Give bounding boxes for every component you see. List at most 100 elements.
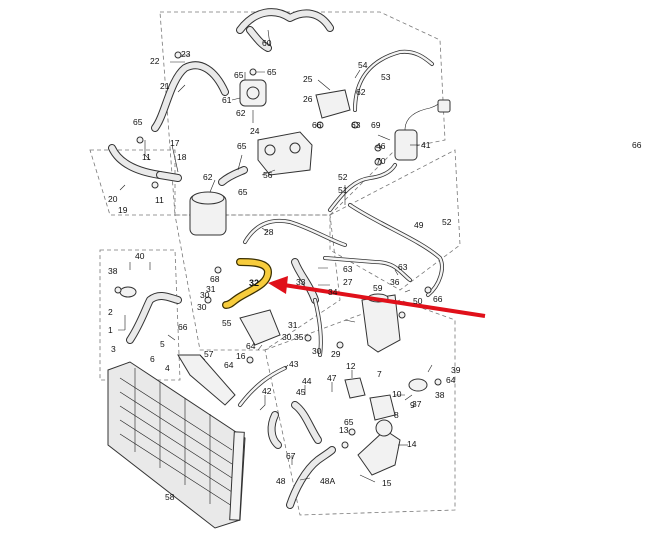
label-26: 26 xyxy=(303,94,313,104)
part-labels: 60 23 22 65 65 21 61 62 24 25 54 53 26 6… xyxy=(108,38,642,502)
filter-62 xyxy=(189,166,248,236)
label-27: 27 xyxy=(343,277,353,287)
label-40: 40 xyxy=(135,251,145,261)
label-69: 69 xyxy=(371,120,381,130)
label-54: 54 xyxy=(358,60,368,70)
label-24: 24 xyxy=(250,126,260,136)
label-34: 34 xyxy=(328,287,338,297)
hose-32-highlighted[interactable] xyxy=(222,258,272,309)
label-70: 70 xyxy=(376,156,386,166)
label-61: 61 xyxy=(222,95,232,105)
label-42: 42 xyxy=(262,386,272,396)
label-62: 62 xyxy=(203,172,213,182)
label-36: 36 xyxy=(390,277,400,287)
label-30: 30 xyxy=(282,332,292,342)
label-19: 19 xyxy=(118,205,128,215)
label-66: 66 xyxy=(632,140,642,150)
label-48: 48 xyxy=(276,476,286,486)
hose-21 xyxy=(151,61,229,132)
label-44: 44 xyxy=(302,376,312,386)
hose-17 xyxy=(108,144,182,182)
label-64: 64 xyxy=(224,360,234,370)
unit-55 xyxy=(239,309,281,346)
label-47: 47 xyxy=(327,373,337,383)
label-52: 52 xyxy=(442,217,452,227)
label-45: 45 xyxy=(296,387,306,397)
label-39: 39 xyxy=(451,365,461,375)
label-25: 25 xyxy=(303,74,313,84)
bracket-57 xyxy=(177,354,236,406)
label-6: 6 xyxy=(150,354,155,364)
label-13: 13 xyxy=(339,425,349,435)
label-66: 66 xyxy=(178,322,188,332)
label-9: 9 xyxy=(410,400,415,410)
label-37: 37 xyxy=(412,399,422,409)
label-59: 59 xyxy=(373,283,383,293)
label-17: 17 xyxy=(170,138,180,148)
label-33: 33 xyxy=(296,277,306,287)
label-63: 63 xyxy=(343,264,353,274)
label-38: 38 xyxy=(435,390,445,400)
label-11: 11 xyxy=(155,195,164,205)
label-57: 57 xyxy=(204,349,214,359)
label-32-highlighted[interactable]: 32 xyxy=(249,278,259,288)
label-11: 11 xyxy=(142,152,151,162)
label-10: 10 xyxy=(392,389,402,399)
sensor-41 xyxy=(394,99,451,161)
hose-1 xyxy=(119,286,182,344)
label-48A: 48A xyxy=(320,476,335,486)
part-37 xyxy=(408,378,428,392)
label-63: 63 xyxy=(398,262,408,272)
label-68: 68 xyxy=(210,274,220,284)
label-50: 50 xyxy=(413,296,423,306)
housing-14 xyxy=(357,419,401,476)
hose-60 xyxy=(236,8,334,52)
label-30: 30 xyxy=(200,290,210,300)
label-16: 16 xyxy=(236,351,246,361)
label-58: 58 xyxy=(165,492,175,502)
label-65: 65 xyxy=(238,187,248,197)
label-62: 62 xyxy=(356,87,366,97)
label-30: 30 xyxy=(197,302,207,312)
label-63: 63 xyxy=(351,120,361,130)
parts-12 xyxy=(344,377,396,421)
pipe-28 xyxy=(243,219,347,247)
label-22: 22 xyxy=(150,56,160,66)
label-5: 5 xyxy=(160,339,165,349)
label-20: 20 xyxy=(108,194,118,204)
label-41: 41 xyxy=(421,140,431,150)
label-12: 12 xyxy=(346,361,356,371)
label-55: 55 xyxy=(222,318,232,328)
label-30: 30 xyxy=(312,346,322,356)
label-64: 64 xyxy=(446,375,456,385)
label-31: 31 xyxy=(206,284,216,294)
label-15: 15 xyxy=(382,478,392,488)
label-66: 66 xyxy=(312,120,322,130)
label-60: 60 xyxy=(262,38,272,48)
pipe-43 xyxy=(238,366,287,407)
pipe-53 xyxy=(353,49,434,112)
label-7: 7 xyxy=(377,369,382,379)
label-35: 35 xyxy=(294,332,304,342)
label-28: 28 xyxy=(264,227,274,237)
hose-48 xyxy=(286,446,336,509)
label-65: 65 xyxy=(237,141,247,151)
valve-56 xyxy=(257,131,313,176)
label-49: 49 xyxy=(414,220,424,230)
label-66: 66 xyxy=(433,294,443,304)
label-56: 56 xyxy=(263,170,273,180)
label-65: 65 xyxy=(267,67,277,77)
red-arrow xyxy=(268,276,486,318)
label-1: 1 xyxy=(108,325,113,335)
hose-45 xyxy=(291,401,322,444)
label-21: 21 xyxy=(160,81,170,91)
label-51: 51 xyxy=(338,185,348,195)
label-38: 38 xyxy=(108,266,118,276)
label-4: 4 xyxy=(165,363,170,373)
pump-61 xyxy=(239,79,267,107)
clips xyxy=(114,51,442,449)
bracket-25 xyxy=(315,89,351,119)
label-46: 46 xyxy=(376,141,386,151)
radiator-58 xyxy=(107,361,246,529)
